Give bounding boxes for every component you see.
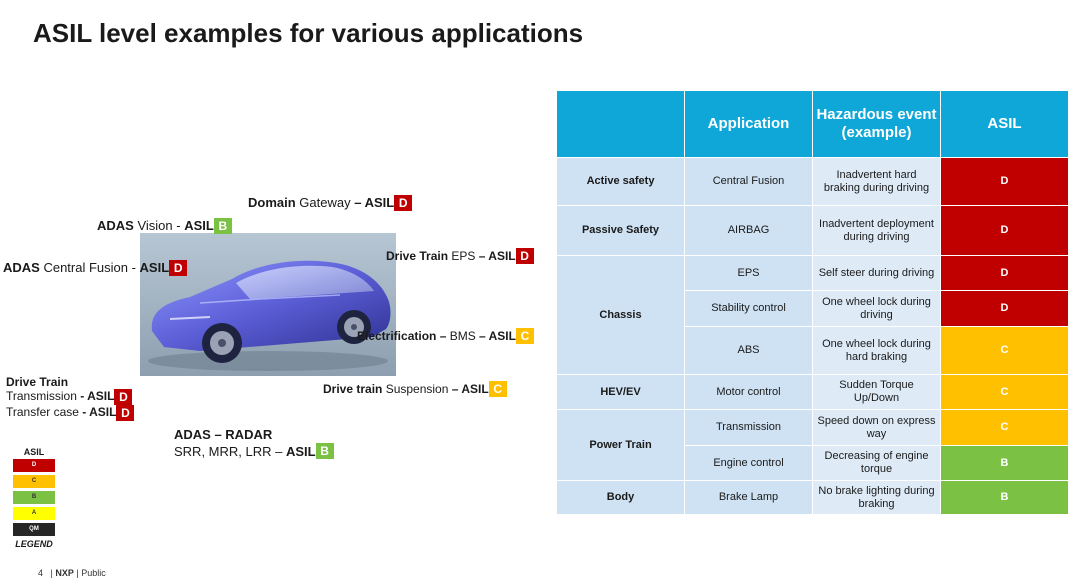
footer: 4 | NXP | Public — [38, 568, 106, 578]
asil-badge: D — [394, 195, 413, 211]
category-cell: Active safety — [556, 157, 685, 206]
legend-swatch-d: D — [13, 459, 55, 472]
category-cell: Body — [556, 480, 685, 515]
table-row: Passive Safety AIRBAG Inadvertent deploy… — [556, 205, 1069, 256]
application-cell: AIRBAG — [684, 205, 813, 256]
header-category — [556, 90, 685, 158]
header-asil: ASIL — [940, 90, 1069, 158]
page-number: 4 — [38, 568, 44, 578]
asil-cell: D — [940, 157, 1069, 206]
application-cell: Brake Lamp — [684, 480, 813, 515]
hazard-cell: Inadvertent deployment during driving — [812, 205, 941, 256]
table-header-row: Application Hazardous event (example) AS… — [556, 90, 1069, 158]
asil-badge: C — [515, 328, 534, 344]
application-cell: Engine control — [684, 445, 813, 481]
table-row: ABS One wheel lock during hard braking C — [557, 326, 1069, 375]
legend-swatch-qm: QM — [13, 523, 55, 536]
application-cell: EPS — [684, 255, 813, 291]
hazard-cell: No brake lighting during braking — [812, 480, 941, 515]
asil-table: Application Hazardous event (example) AS… — [556, 90, 1069, 515]
application-cell: Transmission — [684, 409, 813, 446]
table-row: HEV/EV Motor control Sudden Torque Up/Do… — [556, 374, 1069, 410]
hazard-cell: Self steer during driving — [812, 255, 941, 291]
asil-badge: B — [213, 218, 232, 234]
application-cell: Central Fusion — [684, 157, 813, 206]
hazard-cell: One wheel lock during driving — [812, 290, 941, 327]
hazard-cell: Inadvertent hard braking during driving — [812, 157, 941, 206]
classification: Public — [81, 568, 106, 578]
asil-badge: D — [515, 248, 534, 264]
asil-badge: C — [488, 381, 507, 397]
table-row: Active safety Central Fusion Inadvertent… — [556, 157, 1069, 206]
legend-swatch-c: C — [13, 475, 55, 488]
application-cell: ABS — [684, 326, 813, 375]
category-cell: Chassis — [556, 255, 685, 375]
category-cell: Passive Safety — [556, 205, 685, 256]
asil-cell: D — [940, 205, 1069, 256]
radar-heading: ADAS – RADAR — [174, 427, 273, 442]
asil-cell: D — [940, 290, 1069, 327]
asil-cell: C — [940, 409, 1069, 446]
table-row: Body Brake Lamp No brake lighting during… — [556, 480, 1069, 515]
asil-cell: C — [940, 374, 1069, 410]
asil-badge: D — [114, 389, 133, 405]
asil-badge: B — [315, 443, 334, 459]
header-hazard: Hazardous event (example) — [812, 90, 941, 158]
legend-caption: LEGEND — [15, 539, 53, 549]
page-title: ASIL level examples for various applicat… — [33, 18, 584, 48]
table-row: Power Train Transmission Speed down on e… — [556, 409, 1069, 481]
header-application: Application — [684, 90, 813, 158]
table-row: Stability control One wheel lock during … — [557, 290, 1069, 327]
hazard-cell: Sudden Torque Up/Down — [812, 374, 941, 410]
asil-badge: D — [116, 405, 135, 421]
application-cell: Motor control — [684, 374, 813, 410]
car-icon — [140, 233, 396, 376]
asil-cell: C — [940, 326, 1069, 375]
car-illustration — [140, 233, 396, 376]
asil-cell: D — [940, 255, 1069, 291]
drive-train-heading: Drive Train — [6, 375, 69, 389]
legend-swatch-a: A — [13, 507, 55, 520]
hazard-cell: Decreasing of engine torque — [812, 445, 941, 481]
category-cell: Power Train — [556, 409, 685, 481]
asil-badge: D — [169, 260, 188, 276]
asil-cell: B — [940, 480, 1069, 515]
asil-legend: ASIL D C B A QM LEGEND — [13, 445, 55, 549]
category-cell: HEV/EV — [556, 374, 685, 410]
table-row: Engine control Decreasing of engine torq… — [557, 445, 1069, 481]
asil-cell: B — [940, 445, 1069, 481]
legend-title: ASIL — [23, 447, 45, 457]
legend-swatch-b: B — [13, 491, 55, 504]
hazard-cell: Speed down on express way — [812, 409, 941, 446]
table-row: Chassis EPS Self steer during driving D — [556, 255, 1069, 375]
application-cell: Stability control — [684, 290, 813, 327]
hazard-cell: One wheel lock during hard braking — [812, 326, 941, 375]
brand-name: NXP — [55, 568, 74, 578]
